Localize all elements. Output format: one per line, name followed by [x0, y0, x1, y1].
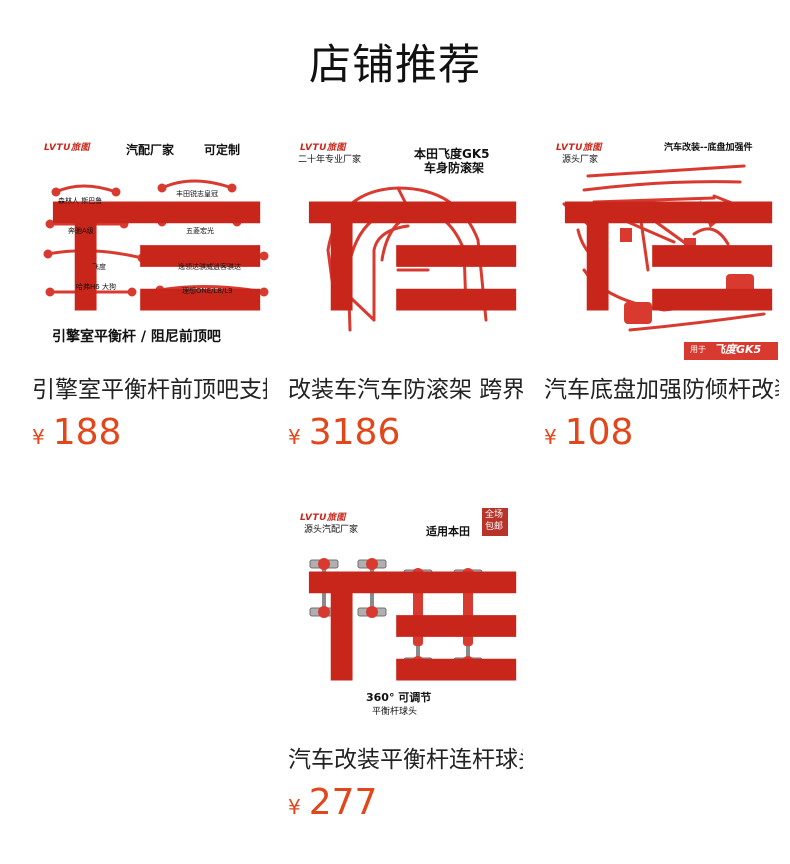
product-card-2[interactable]: LVTU旅图 二十年专业厂家 本田飞度GK5 车身防滚架 改装车汽车防滚架 跨界…: [288, 130, 528, 453]
brand-name: LVTU旅图: [44, 143, 90, 153]
brand-logo: LVTU旅图: [298, 510, 517, 681]
price-value: 3186: [308, 412, 401, 453]
product-image-4[interactable]: LVTU旅图 源头汽配厂家 适用本田 全场 包邮 360° 可调节 平衡杆球头: [288, 500, 528, 732]
currency-symbol: ¥: [544, 425, 557, 449]
brand-logo-icon: [52, 201, 261, 311]
brand-logo: LVTU旅图: [554, 140, 773, 311]
free-shipping-stamp: 全场: [485, 510, 504, 520]
currency-symbol: ¥: [288, 795, 301, 819]
image-heading: 适用本田: [426, 525, 470, 538]
free-shipping-stamp: 包邮: [485, 522, 504, 532]
product-card-4[interactable]: LVTU旅图 源头汽配厂家 适用本田 全场 包邮 360° 可调节 平衡杆球头 …: [288, 500, 528, 823]
image-heading: 本田飞度GK5: [414, 147, 490, 161]
product-card-1[interactable]: LVTU旅图 汽配厂家 可定制 森林人 斯巴鲁 丰田锐志皇冠 奔驰A级 五菱宏光…: [32, 130, 272, 453]
image-caption: 平衡杆球头: [372, 707, 418, 717]
product-card-3[interactable]: LVTU旅图 源头厂家 汽车改装--底盘加强件 用于 飞度GK5 汽车底盘加强防…: [544, 130, 784, 453]
image-tag: 源头汽配厂家: [304, 525, 359, 535]
part-label: 森林人 斯巴鲁: [58, 197, 103, 205]
product-price: ¥ 277: [288, 783, 528, 823]
brand-logo: LVTU旅图: [298, 140, 517, 311]
image-caption: 引擎室平衡杆 / 阻尼前顶吧: [52, 329, 221, 345]
part-label: 五菱宏光: [186, 227, 214, 235]
currency-symbol: ¥: [32, 425, 45, 449]
brand-name: LVTU旅图: [556, 143, 602, 153]
image-tag: 二十年专业厂家: [298, 155, 362, 165]
image-tag: 汽配厂家: [126, 143, 175, 157]
brand-logo: LVTU旅图: [42, 140, 261, 311]
image-tag: 源头厂家: [562, 155, 599, 165]
price-value: 108: [564, 412, 634, 453]
part-label: 奔驰A级: [68, 227, 94, 235]
part-label: 理想ONE/L8/L9: [182, 287, 233, 295]
product-title[interactable]: 引擎室平衡杆前顶吧支撑杆: [32, 377, 267, 403]
image-badge: 飞度GK5: [714, 343, 762, 356]
brand-logo-icon: [564, 201, 773, 311]
part-label: 逸领达骐威逍客骐达: [178, 263, 241, 271]
image-badge-prefix: 用于: [690, 345, 706, 354]
brand-name: LVTU旅图: [300, 143, 346, 153]
product-image-3[interactable]: LVTU旅图 源头厂家 汽车改装--底盘加强件 用于 飞度GK5: [544, 130, 784, 362]
product-price: ¥ 108: [544, 413, 784, 453]
price-value: 277: [308, 782, 378, 823]
image-heading: 车身防滚架: [424, 161, 485, 175]
brand-logo-icon: [308, 571, 517, 681]
part-label: 飞度: [92, 263, 106, 271]
image-tag: 可定制: [204, 143, 241, 157]
price-value: 188: [52, 412, 122, 453]
part-label: 哈弗H6 大狗: [76, 283, 116, 291]
product-price: ¥ 3186: [288, 413, 528, 453]
brand-logo-icon: [308, 201, 517, 311]
product-image-2[interactable]: LVTU旅图 二十年专业厂家 本田飞度GK5 车身防滚架: [288, 130, 528, 362]
product-title[interactable]: 汽车底盘加强防倾杆改装件: [544, 377, 779, 403]
currency-symbol: ¥: [288, 425, 301, 449]
image-heading: 汽车改装--底盘加强件: [664, 143, 753, 153]
page-title: 店铺推荐: [308, 40, 481, 89]
part-label: 丰田锐志皇冠: [176, 190, 218, 198]
product-image-1[interactable]: LVTU旅图 汽配厂家 可定制 森林人 斯巴鲁 丰田锐志皇冠 奔驰A级 五菱宏光…: [32, 130, 272, 362]
product-title[interactable]: 汽车改装平衡杆连杆球头: [288, 747, 523, 773]
brand-name: LVTU旅图: [300, 513, 346, 523]
product-title[interactable]: 改装车汽车防滚架 跨界款: [288, 377, 523, 403]
image-caption: 360° 可调节: [366, 691, 432, 704]
product-price: ¥ 188: [32, 413, 272, 453]
